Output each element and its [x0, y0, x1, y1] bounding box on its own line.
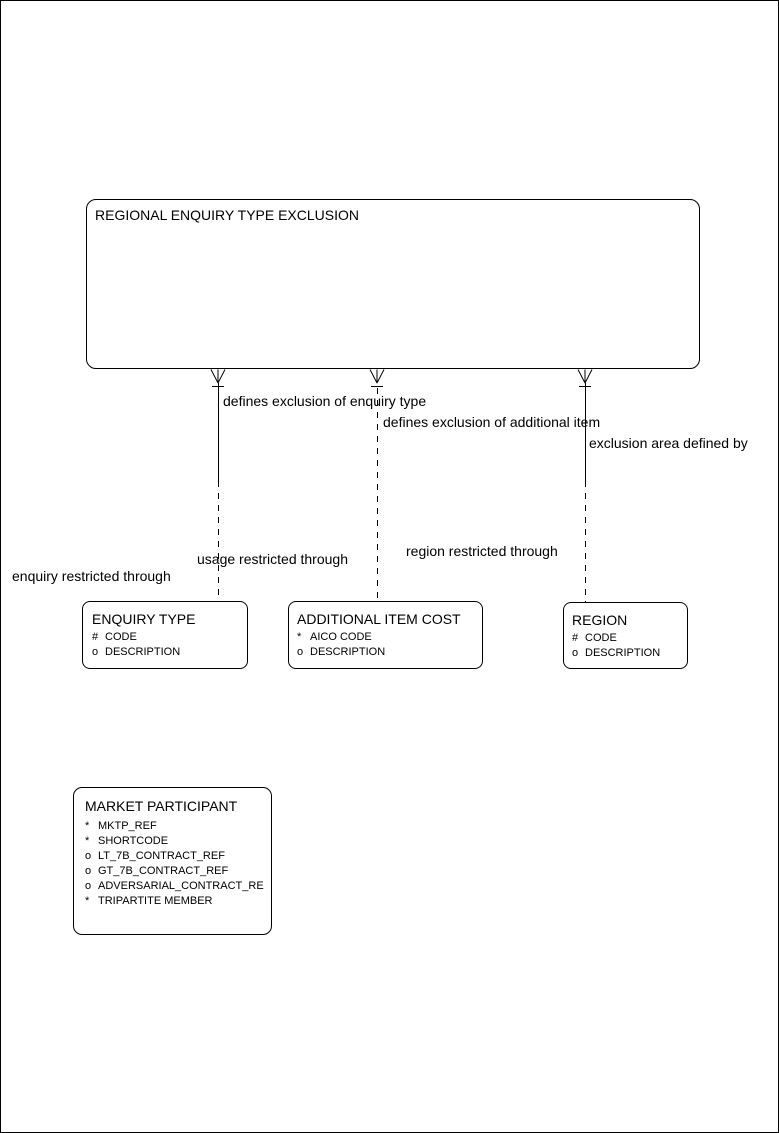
entity-title: REGIONAL ENQUIRY TYPE EXCLUSION: [95, 207, 360, 223]
entity-attribute-row: * TRIPARTITE MEMBER: [85, 894, 271, 909]
attribute-name: SHORTCODE: [98, 835, 169, 847]
entity-title: REGION: [572, 612, 628, 628]
attribute-name: AICO CODE: [310, 631, 372, 643]
relationship-label-region-restricted-through: region restricted through: [406, 543, 558, 559]
attribute-name: MKTP_REF: [98, 820, 157, 832]
entity-attribute-row: o DESCRIPTION: [572, 646, 680, 661]
attribute-optionality-marker: #: [92, 631, 99, 643]
attribute-optionality-marker: *: [297, 631, 302, 643]
attribute-name: DESCRIPTION: [310, 646, 386, 658]
attribute-optionality-marker: *: [85, 895, 90, 907]
relationship-label-enquiry-restricted-through: enquiry restricted through: [12, 568, 171, 584]
attribute-list: # CODE o DESCRIPTION: [572, 631, 680, 661]
entity-attribute-row: # CODE: [92, 630, 239, 645]
attribute-name: LT_7B_CONTRACT_REF: [98, 850, 225, 862]
relationship-label-exclusion-area-defined-by: exclusion area defined by: [589, 435, 748, 451]
attribute-optionality-marker: o: [85, 880, 92, 892]
attribute-name: DESCRIPTION: [585, 647, 661, 659]
crow-foot-icon: [369, 369, 385, 384]
attribute-name: GT_7B_CONTRACT_REF: [98, 865, 229, 877]
entity-attribute-row: * AICO CODE: [297, 630, 475, 645]
entity-regional-enquiry-type-exclusion[interactable]: REGIONAL ENQUIRY TYPE EXCLUSION: [86, 199, 700, 369]
entity-title: ADDITIONAL ITEM COST: [297, 611, 461, 627]
attribute-optionality-marker: o: [572, 647, 579, 659]
entity-attribute-row: * MKTP_REF: [85, 819, 271, 834]
relationship-label-usage-restricted-through: usage restricted through: [197, 551, 348, 567]
attribute-optionality-marker: o: [297, 646, 304, 658]
relationship-label-defines-exclusion-of-additional-item: defines exclusion of additional item: [383, 414, 601, 430]
entity-enquiry-type[interactable]: ENQUIRY TYPE # CODE o DESCRIPTION: [82, 601, 248, 669]
attribute-list: * AICO CODE o DESCRIPTION: [297, 630, 475, 660]
entity-attribute-row: o DESCRIPTION: [297, 645, 475, 660]
entity-attribute-row: * SHORTCODE: [85, 834, 271, 849]
entity-region[interactable]: REGION # CODE o DESCRIPTION: [563, 602, 688, 669]
entity-attribute-row: o DESCRIPTION: [92, 645, 239, 660]
entity-title: ENQUIRY TYPE: [92, 611, 196, 627]
entity-attribute-row: # CODE: [572, 631, 680, 646]
attribute-name: CODE: [105, 631, 137, 643]
connector-region[interactable]: [577, 369, 593, 603]
attribute-name: CODE: [585, 632, 617, 644]
attribute-optionality-marker: *: [85, 835, 90, 847]
attribute-name: ADVERSARIAL_CONTRACT_RE: [98, 880, 264, 892]
entity-additional-item-cost[interactable]: ADDITIONAL ITEM COST * AICO CODE o DESCRIPT…: [288, 601, 483, 669]
entity-attribute-row: o ADVERSARIAL_CONTRACT_RE: [85, 879, 271, 894]
attribute-optionality-marker: o: [85, 865, 92, 877]
attribute-optionality-marker: #: [572, 632, 579, 644]
connector-additional-item-cost[interactable]: [369, 369, 385, 602]
connector-enquiry-type[interactable]: [210, 369, 226, 602]
relationship-label-defines-exclusion-of-enquiry-type: defines exclusion of enquiry type: [223, 393, 427, 409]
attribute-optionality-marker: o: [85, 850, 92, 862]
entity-title: MARKET PARTICIPANT: [85, 798, 238, 814]
attribute-name: TRIPARTITE MEMBER: [98, 895, 213, 907]
entity-attribute-row: o GT_7B_CONTRACT_REF: [85, 864, 271, 879]
attribute-list: # CODE o DESCRIPTION: [92, 630, 239, 660]
attribute-name: DESCRIPTION: [105, 646, 181, 658]
attribute-optionality-marker: *: [85, 820, 90, 832]
crow-foot-icon: [577, 369, 593, 384]
attribute-optionality-marker: o: [92, 646, 99, 658]
entity-attribute-row: o LT_7B_CONTRACT_REF: [85, 849, 271, 864]
crow-foot-icon: [210, 369, 226, 384]
